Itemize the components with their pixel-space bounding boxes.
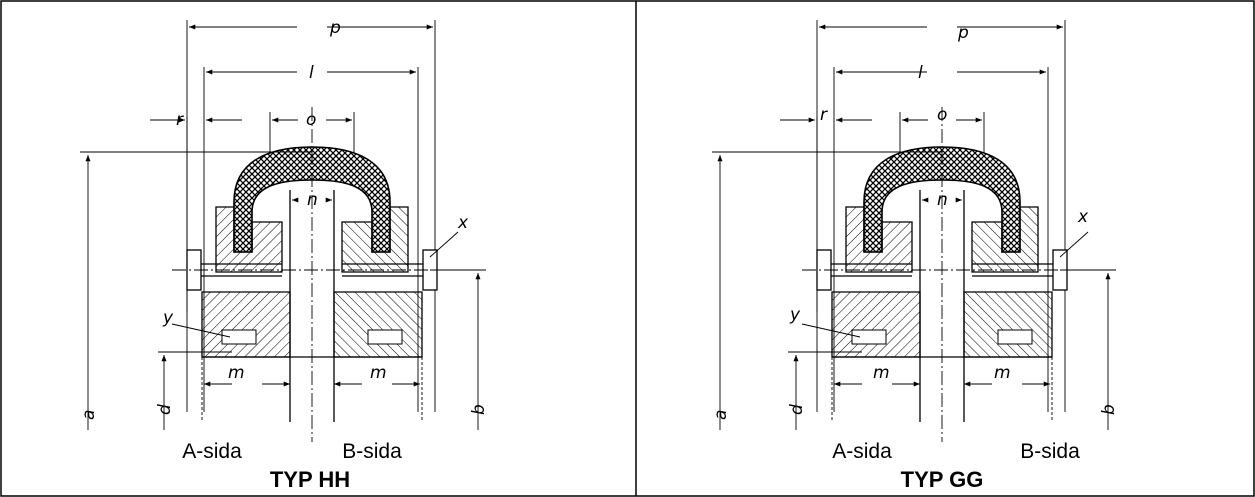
dim-o: o xyxy=(937,105,947,125)
dim-l: l xyxy=(309,63,314,83)
dim-x: x xyxy=(457,213,469,233)
dim-r: r xyxy=(176,110,184,130)
dim-a: a xyxy=(79,410,99,420)
dim-d: d xyxy=(787,404,807,415)
dim-r: r xyxy=(820,105,828,125)
dim-y: y xyxy=(162,308,174,328)
coupling-typ-hh: p l r o n x y m m a d b A-sida B-sida TY… xyxy=(79,18,489,492)
dim-m-b: m xyxy=(370,363,387,383)
dim-m-a: m xyxy=(873,363,890,383)
dim-m-a: m xyxy=(228,363,245,383)
dim-a: a xyxy=(711,410,731,420)
dim-d: d xyxy=(155,404,175,415)
type-title: TYP HH xyxy=(270,467,350,492)
side-a-label: A-sida xyxy=(832,440,892,463)
dim-l: l xyxy=(918,63,923,83)
side-a-label: A-sida xyxy=(182,440,242,463)
dim-n: n xyxy=(937,190,948,210)
dim-y: y xyxy=(789,305,801,325)
dim-m-b: m xyxy=(994,363,1011,383)
dim-b: b xyxy=(469,404,489,415)
side-b-label: B-sida xyxy=(1020,440,1080,463)
coupling-typ-gg: p l r o n x y m m a d b A-sida B-sida TY… xyxy=(711,20,1119,492)
dim-x: x xyxy=(1077,207,1089,227)
dim-p: p xyxy=(329,18,341,38)
dim-b: b xyxy=(1099,404,1119,415)
dim-o: o xyxy=(306,110,316,130)
dim-p: p xyxy=(957,23,969,43)
side-b-label: B-sida xyxy=(342,440,402,463)
type-title: TYP GG xyxy=(901,467,984,492)
dim-n: n xyxy=(307,190,318,210)
